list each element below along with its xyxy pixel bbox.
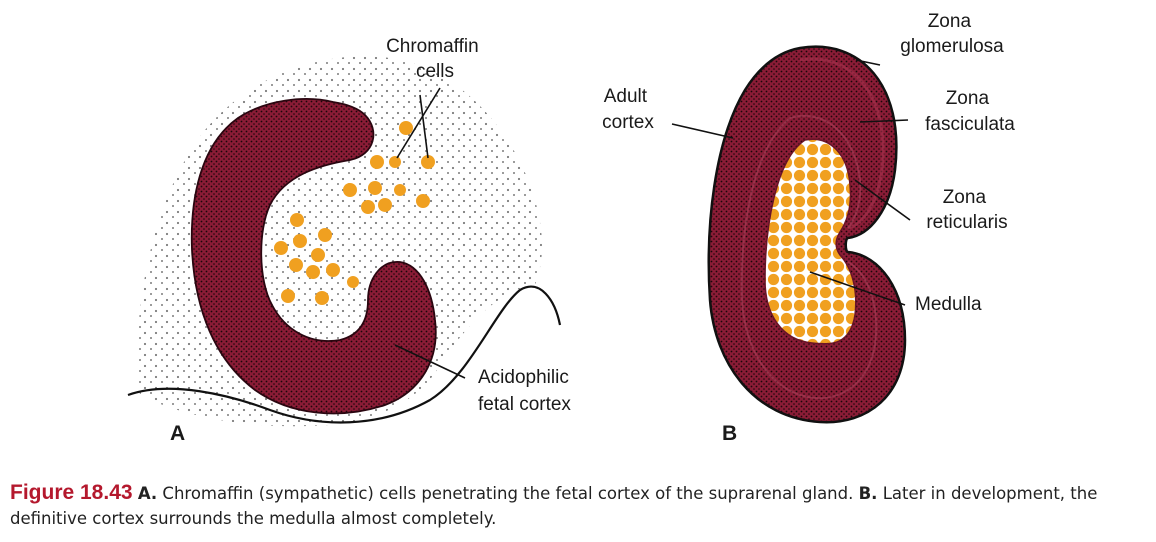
chromaffin-cell <box>290 213 304 227</box>
figure-diagram: Chromaffin cells Acidophilic fetal corte… <box>127 11 1015 445</box>
chromaffin-cell <box>315 291 329 305</box>
chromaffin-cell <box>389 156 401 168</box>
fetal-cortex <box>190 98 437 415</box>
leader-reticularis <box>854 179 911 221</box>
figure-number: Figure 18.43 <box>10 481 133 504</box>
zona-glomerulosa-band <box>799 57 885 230</box>
leader-glomerulosa <box>855 59 881 66</box>
label-adult-cortex: Adult cortex <box>602 86 654 133</box>
caption-part-a-marker: A. <box>137 484 158 503</box>
chromaffin-cell <box>368 181 382 195</box>
chromaffin-cell <box>370 155 384 169</box>
leader-chromaffin-1 <box>396 87 441 159</box>
label-zona-reticularis: Zona reticularis <box>926 187 1007 233</box>
chromaffin-cell <box>289 258 303 272</box>
caption-part-b-marker: B. <box>858 484 878 503</box>
leader-fasciculata <box>859 119 909 123</box>
medulla <box>764 138 857 345</box>
tissue-outline <box>127 285 562 424</box>
chromaffin-cell <box>394 184 406 196</box>
caption-part-a-text: Chromaffin (sympathetic) cells penetrati… <box>162 484 854 503</box>
chromaffin-cell <box>421 155 435 169</box>
zona-fasciculata-band <box>740 114 878 400</box>
chromaffin-cell <box>399 121 413 135</box>
chromaffin-cell <box>326 263 340 277</box>
leader-medulla <box>809 271 906 306</box>
chromaffin-cell <box>416 194 430 208</box>
chromaffin-cell <box>343 183 357 197</box>
chromaffin-cell <box>347 276 359 288</box>
label-zona-glomerulosa: Zona glomerulosa <box>900 11 1004 57</box>
chromaffin-cell <box>311 248 325 262</box>
chromaffin-cell <box>378 198 392 212</box>
chromaffin-cell <box>293 234 307 248</box>
chromaffin-cell <box>361 200 375 214</box>
figure-caption: Figure 18.43 A. Chromaffin (sympathetic)… <box>10 480 1150 531</box>
leader-chromaffin-2 <box>419 94 429 159</box>
chromaffin-cell <box>281 289 295 303</box>
chromaffin-cells <box>274 121 435 305</box>
panel-b-letter: B <box>722 422 737 445</box>
label-acidophilic-fetal-cortex: Acidophilic fetal cortex <box>478 367 574 415</box>
leader-fetal-cortex <box>394 344 466 379</box>
label-medulla: Medulla <box>915 294 982 315</box>
panel-a-letter: A <box>170 422 185 445</box>
label-chromaffin: Chromaffin cells <box>386 36 484 82</box>
chromaffin-cell <box>274 241 288 255</box>
label-zona-fasciculata: Zona fasciculata <box>925 88 1015 135</box>
chromaffin-cell <box>306 265 320 279</box>
caption-part-b-text: Later in development, the definitive cor… <box>10 484 1098 528</box>
panel-b: Adult cortex Zona glomerulosa Zona fasci… <box>602 11 1015 445</box>
panel-a: Chromaffin cells Acidophilic fetal corte… <box>127 36 574 445</box>
leader-adult-cortex <box>671 123 734 139</box>
chromaffin-cell <box>318 228 332 242</box>
